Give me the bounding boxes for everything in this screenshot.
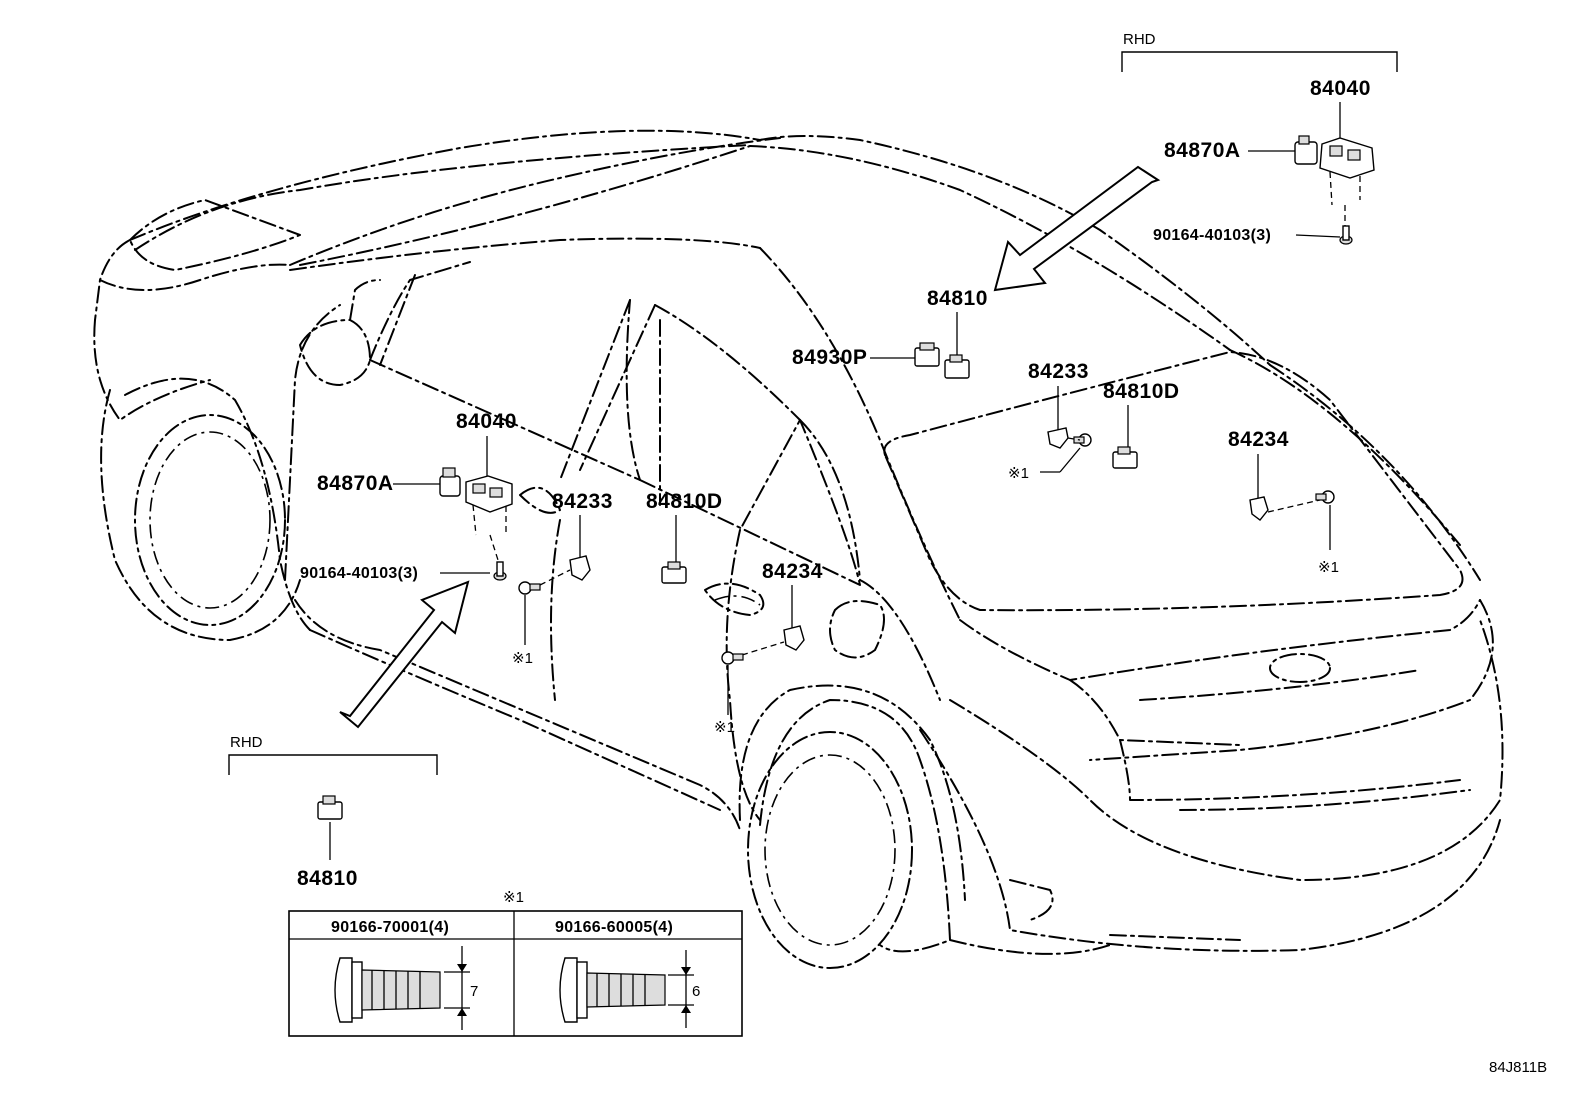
callout-84233-right: 84233 [1028, 360, 1089, 383]
rhd-top-screw [1339, 225, 1353, 245]
callout-84810-center: 84810 [927, 287, 988, 310]
car-outline [93, 129, 1504, 969]
screw-84234-right [1315, 490, 1335, 504]
part-84233-left [569, 555, 591, 581]
screw-84234-left [721, 651, 744, 665]
screw-left-label: 90164-40103(3) [300, 565, 418, 582]
callout-84810D-right: 84810D [1103, 380, 1180, 403]
rhd-top-switch-assembly [1319, 137, 1375, 179]
part-84234-right [1249, 496, 1269, 521]
rhd-top-part-84040: 84040 [1310, 77, 1371, 100]
screw-table: ※1 90166-70001(4) 90166-60005(4) 7 [288, 889, 743, 1037]
rhd-top-group: RHD 84040 84870A 90164-40103(3) [993, 31, 1398, 292]
part-84930P [914, 342, 940, 367]
mark-left-1: ※1 [512, 650, 533, 667]
screw-table-col1-dim: 7 [470, 983, 478, 1000]
rhd-top-switch-part [1294, 135, 1318, 165]
part-84233-right [1047, 427, 1069, 449]
callout-84233-left: 84233 [552, 490, 613, 513]
switch-part-left [439, 467, 461, 497]
rhd-top-part-84870A: 84870A [1164, 139, 1241, 162]
screw-drawing-60005 [559, 950, 694, 1028]
switch-assembly-left [465, 475, 513, 513]
screw-table-col2-part: 90166-60005(4) [555, 919, 673, 936]
part-84810-bottom [317, 795, 343, 820]
arrow-left [339, 580, 470, 729]
left-callouts: 84040 84870A 90164-40103(3) 84233 [300, 410, 823, 736]
part-84810-bottom-label: 84810 [297, 867, 358, 890]
screw-left [493, 561, 507, 581]
mark-right-2: ※1 [1318, 559, 1339, 576]
screw-table-mark: ※1 [503, 889, 524, 906]
rhd-bottom-title: RHD [230, 734, 263, 751]
rhd-bottom-bracket [228, 754, 438, 775]
rhd-top-screw-label: 90164-40103(3) [1153, 227, 1271, 244]
mark-left-2: ※1 [714, 719, 735, 736]
rhd-top-bracket [1121, 51, 1398, 72]
rhd-top-title: RHD [1123, 31, 1156, 48]
part-84810D-left [661, 561, 687, 584]
screw-drawing-70001 [334, 946, 470, 1030]
screw-table-col2-dim: 6 [692, 983, 700, 1000]
screw-84233-left [518, 581, 541, 595]
callout-84810D-left: 84810D [646, 490, 723, 513]
right-callouts: 84810 84930P 84233 ※1 84810D [792, 287, 1339, 576]
rhd-bottom-group: RHD 84810 [228, 734, 438, 890]
part-84810-center [944, 354, 970, 379]
mark-right-1: ※1 [1008, 465, 1029, 482]
callout-84234-right: 84234 [1228, 428, 1289, 451]
callout-84930P: 84930P [792, 346, 867, 369]
callout-84234-left: 84234 [762, 560, 823, 583]
arrow-rhd-top [993, 165, 1161, 292]
callout-84040-left: 84040 [456, 410, 517, 433]
part-84234-left [783, 625, 805, 651]
screw-84233-right [1073, 433, 1092, 447]
diagram-id: 84J811B [1489, 1059, 1547, 1076]
callout-84870A-left: 84870A [317, 472, 394, 495]
part-84810D-right [1112, 446, 1138, 469]
screw-table-col1-part: 90166-70001(4) [331, 919, 449, 936]
